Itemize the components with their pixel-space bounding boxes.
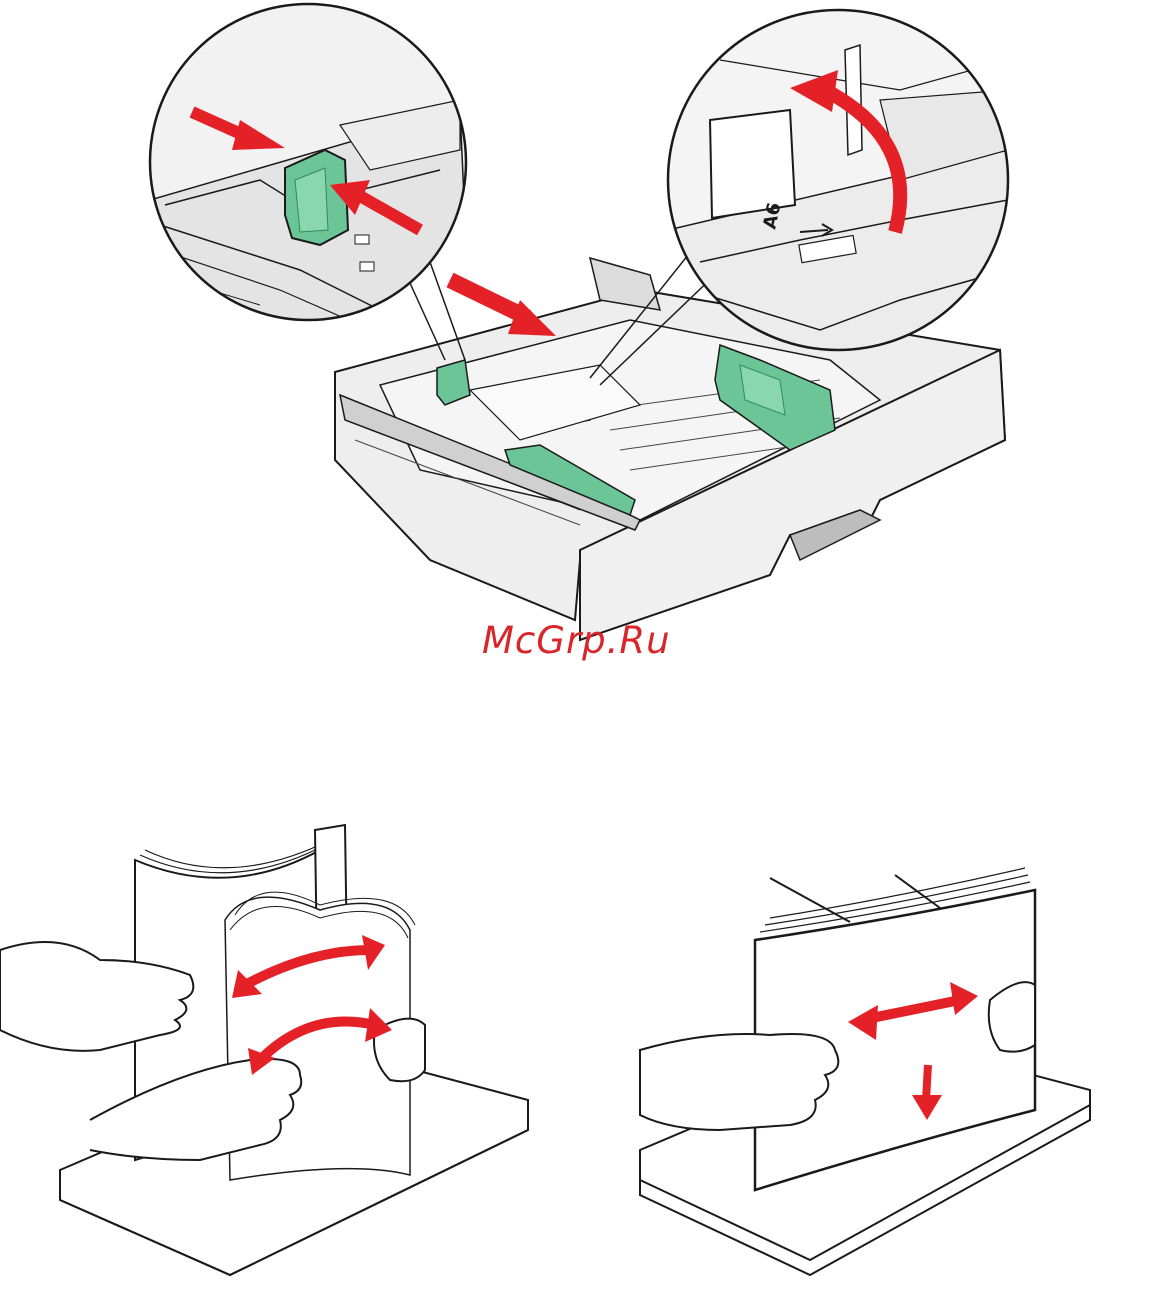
watermark-text: McGrp.Ru xyxy=(482,622,671,659)
flex-paper-stack xyxy=(0,825,528,1275)
callout-right-a6-detail: A6 xyxy=(668,10,1008,350)
callout-left-guide-detail xyxy=(150,0,470,330)
fan-paper-stack xyxy=(640,868,1090,1275)
